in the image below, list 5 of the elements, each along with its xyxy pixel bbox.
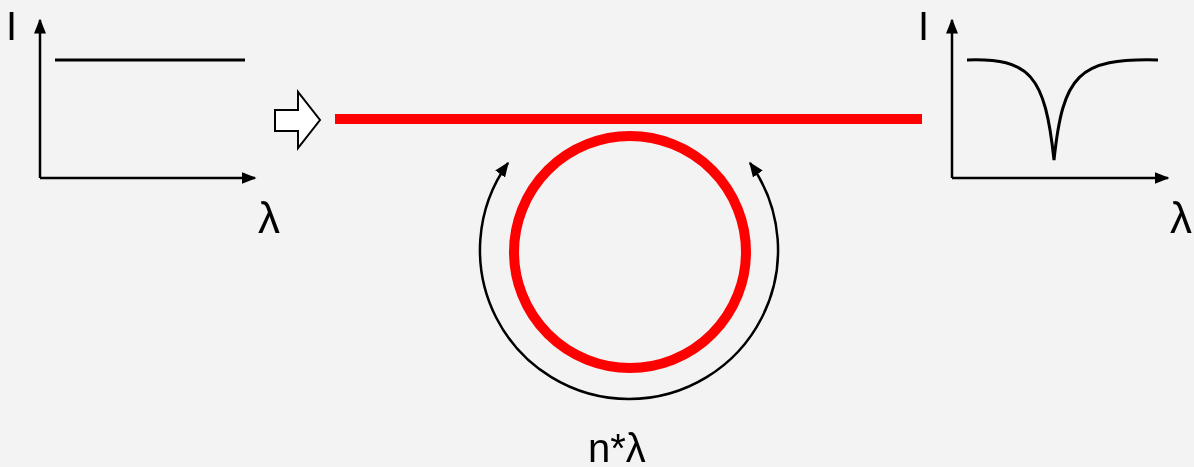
axis-label: λ [258, 196, 280, 240]
axis-label: I [6, 6, 18, 46]
ring-label: n*λ [588, 428, 646, 467]
axis-label: I [918, 6, 930, 46]
axis-label: λ [1170, 196, 1192, 240]
